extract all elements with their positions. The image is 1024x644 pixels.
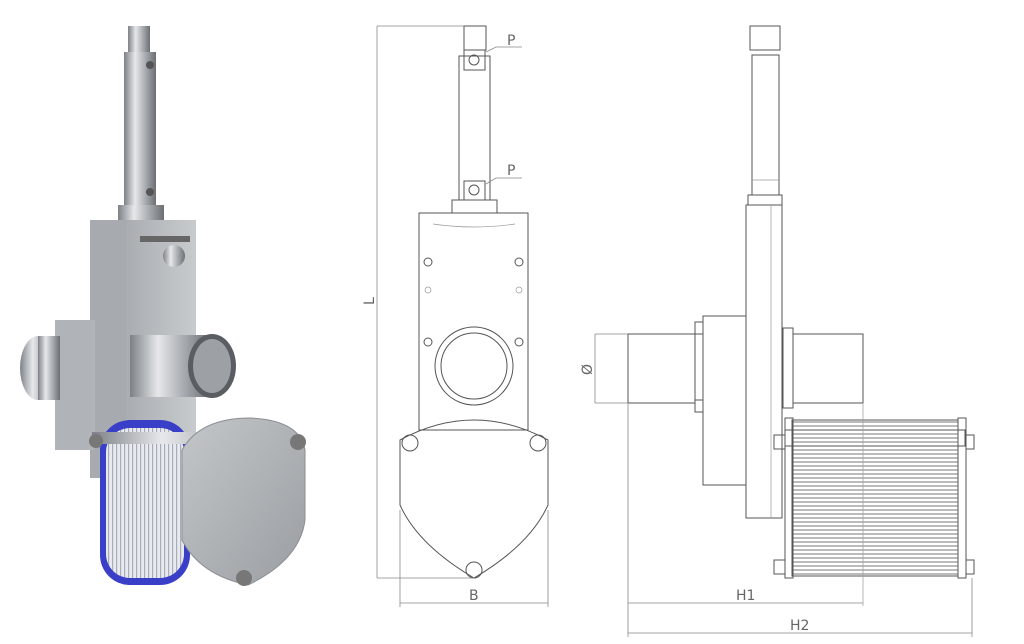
diameter-label: Ø (580, 364, 596, 375)
valve-3d-render (20, 26, 306, 586)
height1-label: H1 (736, 588, 755, 604)
length-label: L (362, 297, 378, 305)
side-view (627, 25, 975, 606)
port-label-top: P (507, 33, 515, 49)
port-label-bottom: P (507, 163, 515, 179)
front-view (399, 25, 549, 579)
width-label: B (469, 588, 479, 604)
height2-label: H2 (790, 618, 809, 634)
